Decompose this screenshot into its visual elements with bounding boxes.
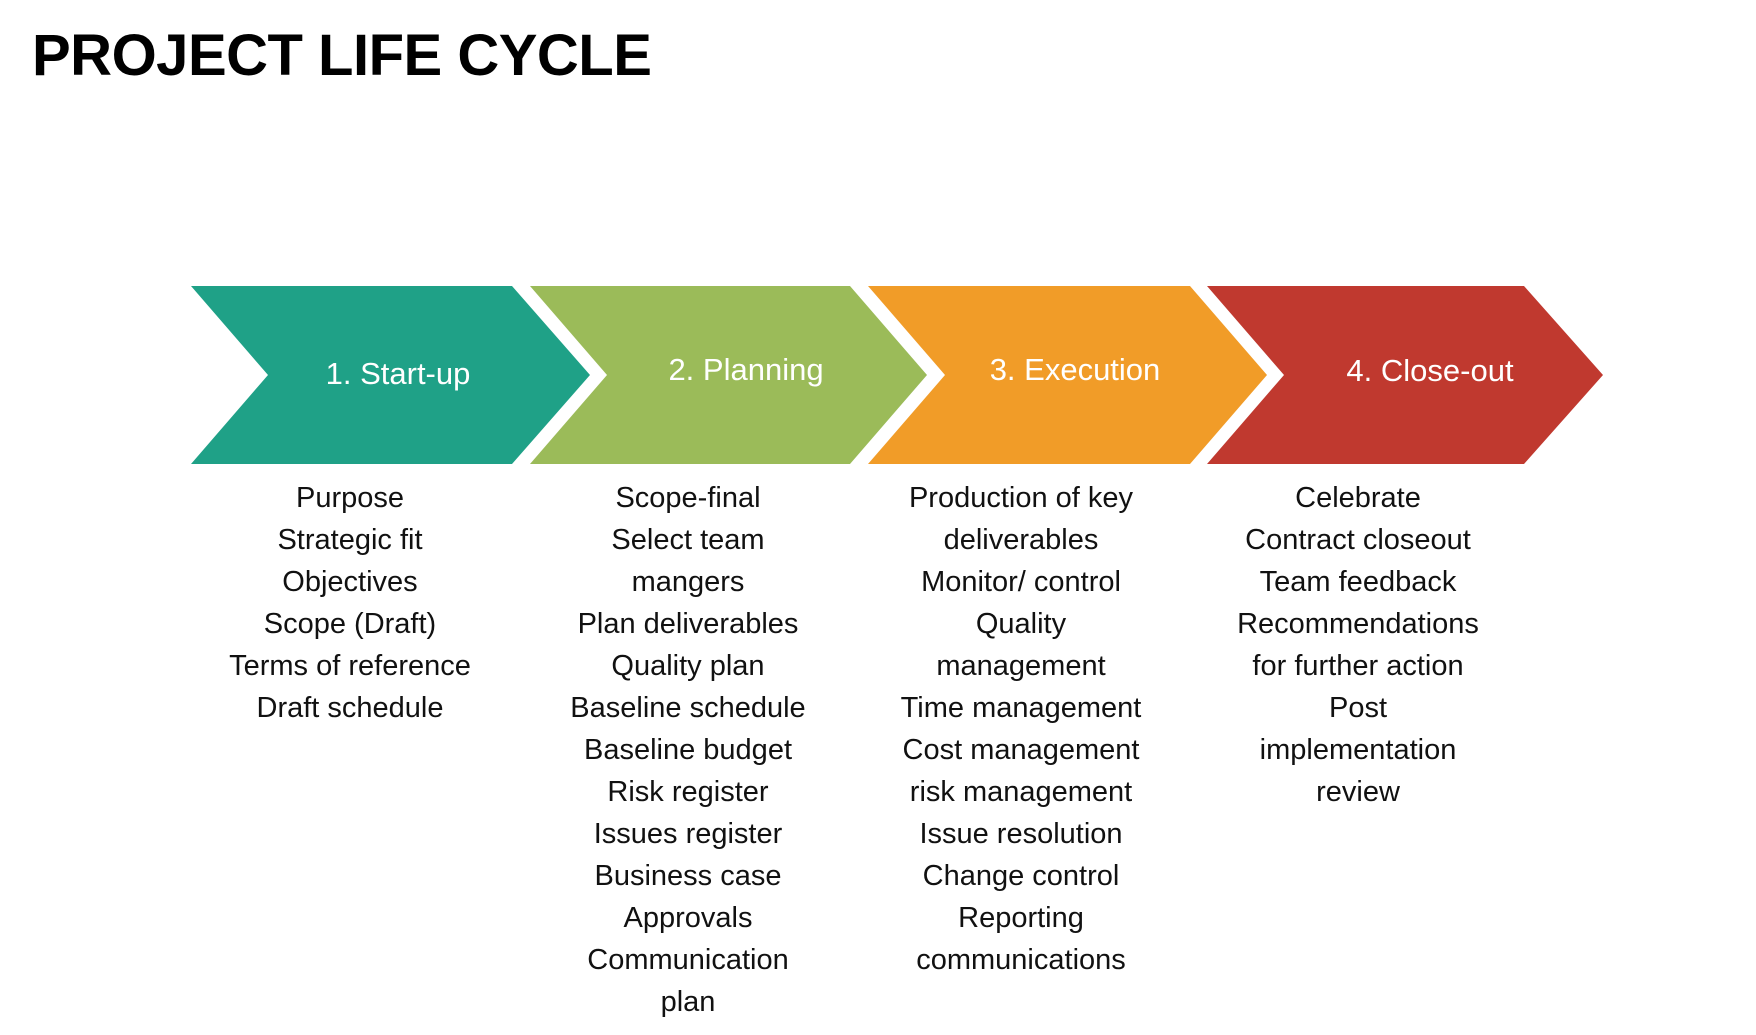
- phase-item: Plan deliverables: [577, 608, 799, 640]
- phase-item: Approvals: [623, 902, 753, 934]
- phase-item: mangers: [631, 566, 745, 598]
- phase-item: Purpose: [295, 482, 404, 514]
- phase-item: Contract closeout: [1245, 524, 1471, 556]
- phase-label-execution: 3. Execution: [990, 352, 1161, 387]
- phase-chevron-row: 1. Start-up 2. Planning 3. Execution 4. …: [191, 286, 1603, 464]
- phase-item: risk management: [909, 776, 1133, 808]
- phase-item: Objectives: [282, 566, 418, 598]
- phase-chevron-execution: [868, 286, 1267, 464]
- phase-item: Post: [1328, 692, 1388, 724]
- phase-item: Production of key: [908, 482, 1134, 514]
- phase-label-startup: 1. Start-up: [326, 356, 471, 391]
- phase-item: Draft schedule: [256, 692, 444, 724]
- phase-item: Scope (Draft): [263, 608, 437, 640]
- phase-chevron-planning: [530, 286, 927, 464]
- phase-label-planning: 2. Planning: [668, 352, 823, 387]
- phase-item: for further action: [1252, 650, 1464, 682]
- phase-item: Baseline budget: [584, 734, 792, 766]
- phase-item: review: [1316, 776, 1400, 808]
- phase-item: deliverables: [943, 524, 1099, 556]
- phase-item: Reporting: [958, 902, 1084, 934]
- phase-item: Issues register: [593, 818, 783, 850]
- phase-item: Cost management: [902, 734, 1140, 766]
- phase-item: communications: [916, 944, 1126, 976]
- phase-chevron-startup: [191, 286, 590, 464]
- phase-item: Celebrate: [1295, 482, 1421, 514]
- phase-item: implementation: [1259, 734, 1457, 766]
- phase-item: Quality plan: [611, 650, 765, 682]
- page-title: PROJECT LIFE CYCLE: [32, 23, 652, 88]
- phase-item: Issue resolution: [919, 818, 1123, 850]
- phase-item: Scope-final: [615, 482, 761, 514]
- phase-item: Risk register: [607, 776, 769, 808]
- phase-item: Business case: [594, 860, 782, 892]
- phase-item: Change control: [922, 860, 1120, 892]
- phase-item: plan: [660, 986, 716, 1018]
- phase-item: Communication: [587, 944, 789, 976]
- phase-item: management: [936, 650, 1106, 682]
- phase-item: Quality: [975, 608, 1067, 640]
- phase-item: Recommendations: [1237, 608, 1479, 640]
- phase-label-closeout: 4. Close-out: [1346, 353, 1514, 388]
- phase-item: Team feedback: [1259, 566, 1457, 598]
- phase-item: Select team: [611, 524, 765, 556]
- phase-item: Terms of reference: [229, 650, 471, 682]
- phase-item: Time management: [900, 692, 1142, 724]
- phase-chevron-closeout: [1207, 286, 1603, 464]
- phase-item: Baseline schedule: [570, 692, 806, 724]
- phase-item: Monitor/ control: [921, 566, 1121, 598]
- phase-item: Strategic fit: [277, 524, 423, 556]
